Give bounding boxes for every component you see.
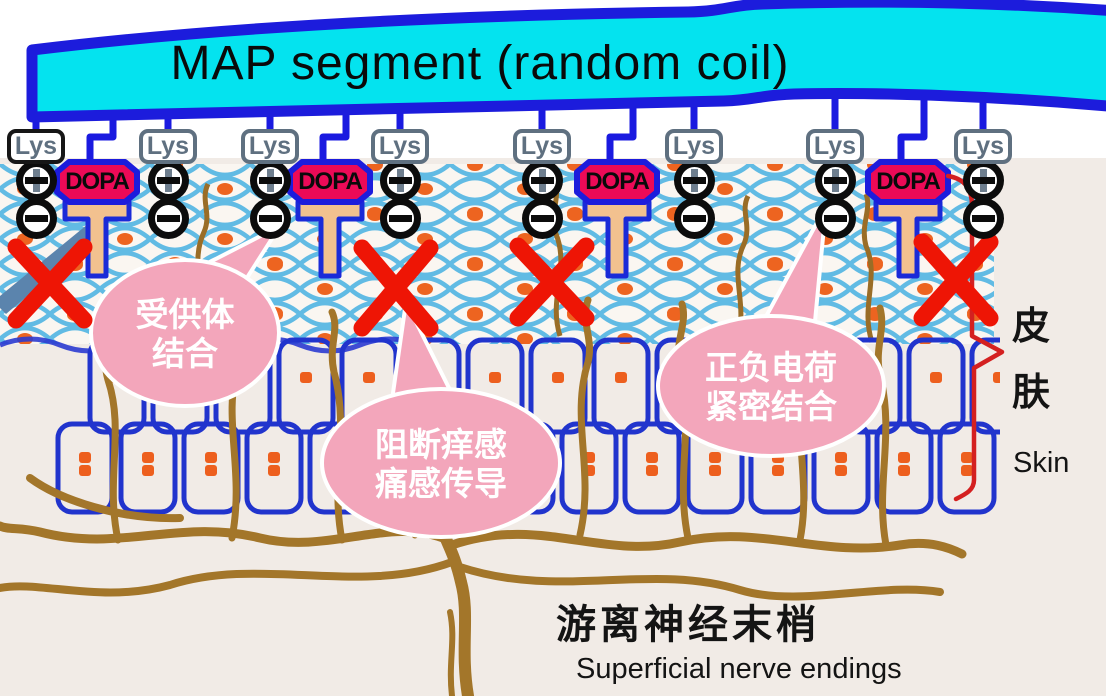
skin-label-en: Skin [1013, 447, 1070, 479]
callout-line: 正负电荷 [705, 349, 837, 386]
plus-charge-icon [380, 160, 421, 201]
skin-label-zh: 皮肤 [1012, 306, 1051, 414]
minus-charge-icon [16, 198, 57, 239]
lys-residue-label: Lys [7, 129, 65, 164]
minus-charge-icon [250, 198, 291, 239]
plus-charge-icon [16, 160, 57, 201]
dopa-hexagons [54, 159, 951, 205]
lys-residue-label: Lys [665, 129, 723, 164]
minus-charge-icon [963, 198, 1004, 239]
lys-residue-label: Lys [806, 129, 864, 164]
cross-icon [353, 239, 439, 337]
callout-block-text: 阻断痒感 痛感传导 [321, 425, 561, 503]
plus-charge-icon [674, 160, 715, 201]
cross-icon [913, 233, 999, 327]
dopa-residue-label: DOPA [876, 168, 941, 195]
dopa-t-foot [582, 199, 652, 279]
callout-bubbles [89, 204, 886, 539]
dopa-residue-label: DOPA [65, 168, 130, 195]
callout-line: 结合 [152, 335, 218, 372]
map-banner-ribbon [26, 0, 1106, 123]
callout-line: 受供体 [135, 296, 235, 333]
dopa-t-foot [873, 199, 943, 279]
plus-charge-icon [250, 160, 291, 201]
plus-charge-icon [148, 160, 189, 201]
minus-charge-icon [522, 198, 563, 239]
callout-line: 痛感传导 [375, 465, 507, 502]
dopa-hexagon [54, 159, 140, 205]
nerve-endings-label-en: Superficial nerve endings [576, 653, 902, 685]
dopa-t-feet [62, 199, 943, 279]
lys-residue-label: Lys [954, 129, 1012, 164]
callout-line: 紧密结合 [705, 388, 837, 425]
callout-receptor-text: 受供体 结合 [90, 295, 280, 373]
dopa-residue-label: DOPA [298, 168, 363, 195]
lys-residue-label: Lys [371, 129, 429, 164]
lys-residue-label: Lys [139, 129, 197, 164]
dopa-residue-label: DOPA [585, 168, 650, 195]
minus-charge-icon [674, 198, 715, 239]
callout-charge-text: 正负电荷 紧密结合 [656, 348, 886, 426]
lys-residue-label: Lys [241, 129, 299, 164]
plus-charge-icon [815, 160, 856, 201]
plus-charge-icon [522, 160, 563, 201]
callout-charge-bubble [656, 314, 886, 458]
minus-charge-icon [380, 198, 421, 239]
callout-line: 阻断痒感 [375, 426, 507, 463]
blocked-cross-marks [7, 233, 999, 337]
plus-charge-icon [963, 160, 1004, 201]
minus-charge-icon [148, 198, 189, 239]
callout-receptor-bubble [89, 258, 281, 408]
lys-residue-label: Lys [513, 129, 571, 164]
dopa-hexagon [287, 159, 373, 205]
banner-title: MAP segment (random coil) [170, 37, 790, 90]
callout-block-bubble [320, 387, 562, 539]
dopa-hexagon [865, 159, 951, 205]
cross-icon [7, 238, 93, 329]
dopa-hexagon [574, 159, 660, 205]
nerve-endings-label-zh: 游离神经末梢 [556, 603, 820, 647]
dopa-t-foot [295, 199, 365, 279]
cross-icon [509, 237, 595, 327]
dopa-t-foot [62, 199, 132, 279]
minus-charge-icon [815, 198, 856, 239]
